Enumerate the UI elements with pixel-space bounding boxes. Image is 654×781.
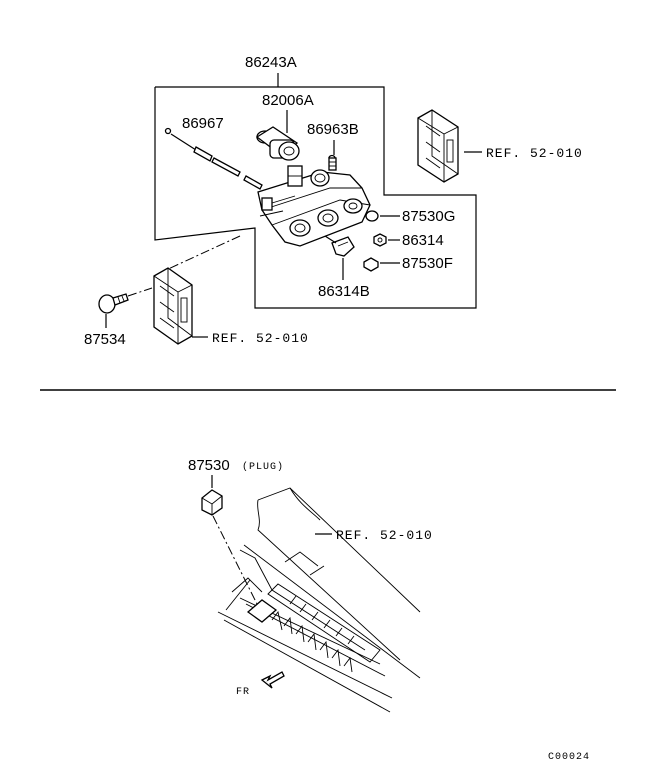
- leader-dashdot-plug: [212, 515, 259, 607]
- label-plug-note: (PLUG): [242, 461, 284, 473]
- label-87530: 87530: [188, 457, 230, 474]
- panel-structure: [217, 487, 421, 713]
- label-86963B: 86963B: [307, 121, 359, 138]
- nut-part: [373, 233, 387, 247]
- front-direction-arrow-icon: [260, 671, 285, 689]
- assembly-boundary: [154, 86, 477, 309]
- label-fr: FR: [236, 687, 250, 698]
- pin-part: [328, 154, 337, 171]
- plug-cap: [201, 489, 223, 516]
- assembly-label-86243A: 86243A: [245, 54, 297, 71]
- ref-bottom: REF. 52-010: [336, 528, 433, 543]
- leader-dashdot-bolt: [127, 287, 153, 297]
- top-diagram: 86243A 86967 82006A 86963B: [84, 54, 583, 348]
- bottom-diagram: 87530 (PLUG): [188, 457, 433, 713]
- label-82006A: 82006A: [262, 92, 314, 109]
- leader-dashdot-top: [165, 235, 241, 271]
- label-86967: 86967: [182, 115, 224, 132]
- rod-part: [164, 127, 263, 190]
- solenoid-part: [255, 126, 300, 161]
- label-87530F: 87530F: [402, 255, 453, 272]
- ref-upper-right: REF. 52-010: [486, 146, 583, 161]
- clip-part: [324, 235, 355, 257]
- label-86314B: 86314B: [318, 283, 370, 300]
- figure-code: C00024: [548, 752, 590, 763]
- bracket-lower-left: [153, 267, 193, 345]
- bolt-part: [98, 293, 129, 314]
- ref-lower-left: REF. 52-010: [212, 331, 309, 346]
- plug-87530F-part: [363, 257, 379, 272]
- label-86314: 86314: [402, 232, 444, 249]
- valve-body: [257, 165, 371, 247]
- bracket-upper-right: [417, 109, 459, 183]
- label-87534: 87534: [84, 331, 126, 348]
- label-87530G: 87530G: [402, 208, 455, 225]
- oring-part: [365, 210, 379, 222]
